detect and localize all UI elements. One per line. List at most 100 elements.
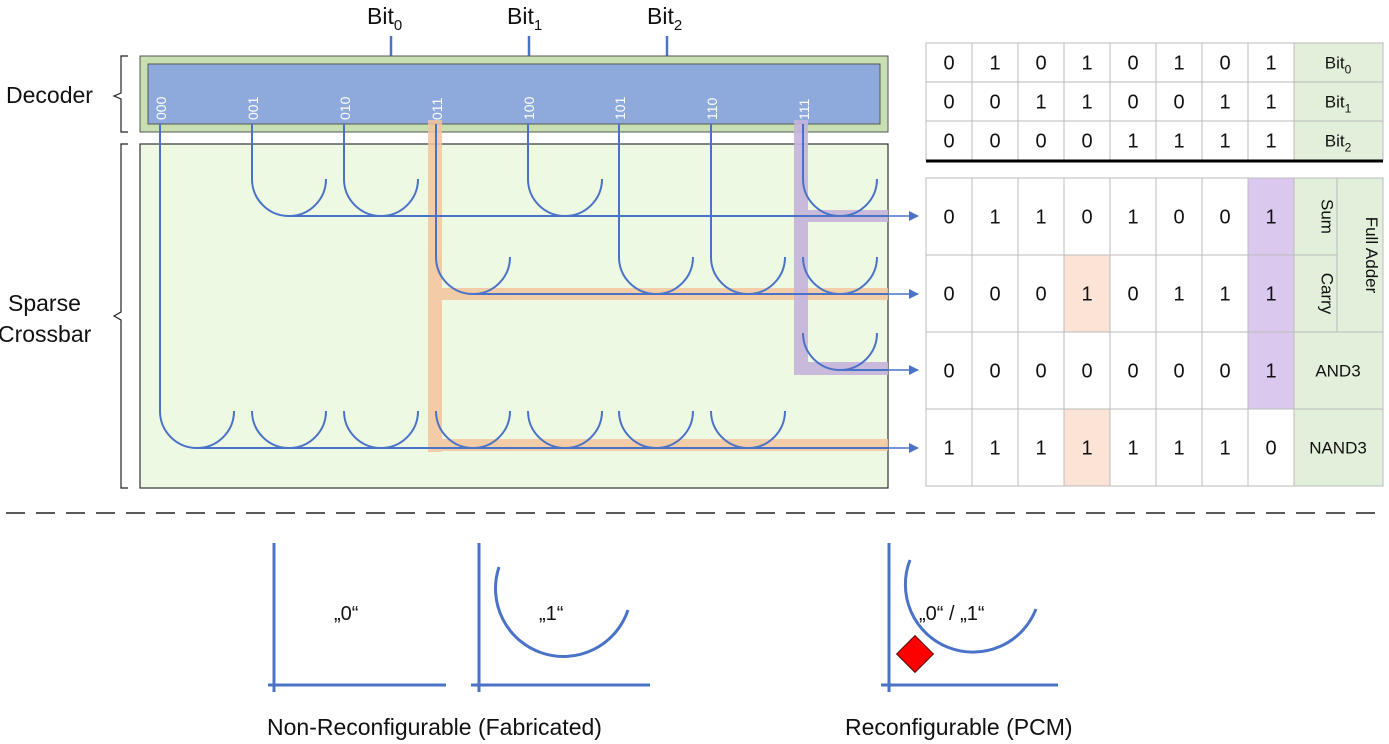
table-cell-value: 0: [989, 92, 1000, 114]
table-row-label-cell: [1293, 81, 1384, 122]
decoder-output-label: 001: [245, 96, 261, 120]
table-cell: [1201, 42, 1249, 83]
table-cell: [925, 408, 973, 487]
crossbar-area: [139, 143, 889, 489]
memristor-arc: [494, 566, 630, 658]
table-cell-value: 0: [989, 284, 1000, 306]
legend-one-crosspoint: „1“: [471, 543, 650, 692]
table-cell-value: 1: [1081, 284, 1092, 306]
pcm-arc: [903, 559, 1038, 654]
decoder-output-label: 000: [153, 96, 169, 120]
reconfigurable-caption: Reconfigurable (PCM): [845, 714, 1073, 740]
table-cell-value: 1: [1173, 131, 1184, 153]
decoder-output-label: 101: [612, 96, 628, 120]
table-cell-value: 0: [1127, 53, 1138, 75]
decoder-output-label: 110: [704, 97, 720, 120]
and-path-highlight: [794, 120, 888, 375]
table-cell: [1155, 42, 1203, 83]
table-cell: [1155, 408, 1203, 487]
table-cell-value: 1: [989, 207, 1000, 229]
table-cell: [1247, 408, 1295, 487]
table-cell: [1109, 408, 1157, 487]
table-cell-value: 1: [989, 53, 1000, 75]
svg-text:Bit2: Bit2: [647, 3, 682, 34]
table-cell-value: 1: [1265, 92, 1276, 114]
table-cell-value: 1: [1127, 207, 1138, 229]
table-cell-value: 1: [1035, 207, 1046, 229]
table-row-label-cell: [1293, 331, 1384, 410]
table-cell-value: 1: [1081, 438, 1092, 460]
table-cell-value: 1: [1035, 438, 1046, 460]
table-cell: [1247, 331, 1295, 410]
table-cell: [1063, 254, 1111, 333]
crossbar-brace: [112, 143, 128, 489]
table-cell-value: 1: [1173, 53, 1184, 75]
full-adder-label: Full Adder: [1362, 217, 1381, 294]
table-cell-value: 0: [943, 92, 954, 114]
table-cell-value: 1: [943, 438, 954, 460]
table-cell: [1063, 120, 1111, 161]
table-cell: [971, 331, 1019, 410]
table-cell: [1201, 177, 1249, 256]
legend-pcm-label: „0“ / „1“: [919, 603, 985, 625]
svg-text:Bit0: Bit0: [367, 3, 402, 34]
table-cell: [1063, 408, 1111, 487]
table-cell: [971, 408, 1019, 487]
table-row-label: Bit1: [1325, 93, 1352, 116]
table-cell-value: 0: [1035, 361, 1046, 383]
table-cell-value: 0: [1127, 284, 1138, 306]
decoder-label: Decoder: [6, 82, 93, 108]
table-cell-value: 0: [989, 131, 1000, 153]
bit-input-0: Bit0: [367, 3, 402, 64]
legend-zero-label: „0“: [334, 603, 358, 625]
decoder-output-label: 111: [796, 99, 812, 120]
table-cell: [1017, 81, 1065, 122]
table-cell: [1201, 254, 1249, 333]
table-cell-value: 1: [1219, 438, 1230, 460]
table-cell: [925, 331, 973, 410]
table-row-label-cell: [1293, 120, 1384, 161]
full-adder-group-cell: [1336, 177, 1384, 333]
table-cell: [971, 177, 1019, 256]
table-cell-value: 1: [1081, 92, 1092, 114]
table-cell-value: 1: [1265, 53, 1276, 75]
table-cell: [1247, 177, 1295, 256]
table-cell-value: 0: [1219, 207, 1230, 229]
decoder-block: [147, 63, 881, 125]
output-arrows: [888, 211, 919, 453]
table-cell: [1109, 254, 1157, 333]
table-cell-value: 1: [1173, 438, 1184, 460]
table-cell-value: 1: [1265, 284, 1276, 306]
table-cell-value: 0: [1127, 92, 1138, 114]
table-row-label: Bit0: [1325, 54, 1352, 77]
sparse-crossbar-label-line1: Sparse: [8, 290, 81, 316]
table-cell-value: 1: [1081, 53, 1092, 75]
table-cell-value: 0: [943, 53, 954, 75]
table-row-label-cell: [1293, 408, 1384, 487]
decoder-output-label: 100: [521, 96, 537, 120]
table-cell-value: 0: [943, 284, 954, 306]
table-cell: [971, 254, 1019, 333]
decoder-brace: [112, 55, 128, 133]
table-cell-value: 0: [1173, 92, 1184, 114]
table-cell: [925, 81, 973, 122]
table-cell-value: 1: [1219, 284, 1230, 306]
table-cell: [1063, 42, 1111, 83]
table-cell-value: 0: [943, 207, 954, 229]
legend-one-label: „1“: [539, 603, 563, 625]
table-cell: [1109, 331, 1157, 410]
table-cell: [1109, 42, 1157, 83]
table-cell: [1247, 42, 1295, 83]
table-cell: [1201, 120, 1249, 161]
table-cell-value: 0: [1127, 361, 1138, 383]
table-cell-value: 0: [1081, 131, 1092, 153]
table-cell: [1201, 331, 1249, 410]
table-cell-value: 0: [1265, 438, 1276, 460]
table-cell-value: 1: [1265, 361, 1276, 383]
table-cell-value: 1: [1265, 207, 1276, 229]
table-cell: [1063, 177, 1111, 256]
bit-input-2: Bit2: [647, 3, 682, 64]
table-cell: [1063, 331, 1111, 410]
